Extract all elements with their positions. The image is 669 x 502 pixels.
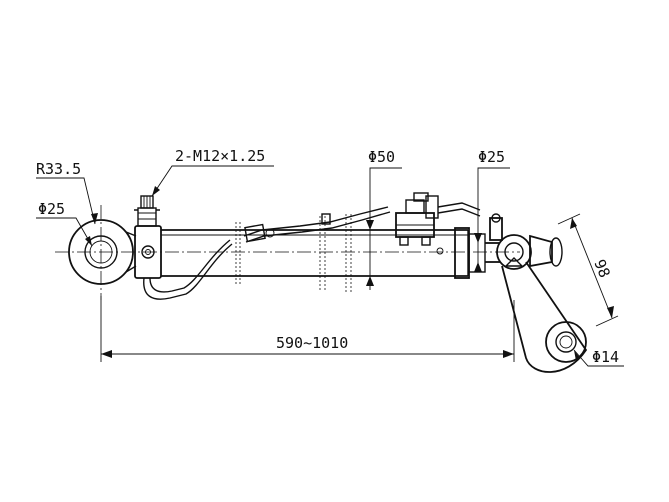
arm-pin-label: Φ14: [592, 348, 619, 366]
dim-eye-radius: R33.5: [36, 160, 98, 225]
overall-length-label: 590~1010: [276, 334, 348, 352]
side-pipe: [243, 206, 391, 243]
dim-arm-pin: Φ14: [573, 348, 624, 367]
cylinder-barrel: [161, 227, 486, 279]
dim-thread-spec: 2-M12×1.25: [151, 147, 274, 197]
cylinder-diameter-label: Φ50: [368, 148, 395, 166]
dim-rod-diameter: Φ25: [474, 148, 510, 272]
dim-cylinder-diameter: Φ50: [366, 148, 402, 290]
dim-overall-length: 590~1010: [100, 296, 515, 362]
eye-bore-label: Φ25: [38, 200, 65, 218]
thread-spec-label: 2-M12×1.25: [175, 147, 265, 165]
dim-eye-bore: Φ25: [36, 200, 93, 247]
rod-diameter-label: Φ25: [478, 148, 505, 166]
piston-rod: [485, 213, 503, 263]
eye-radius-label: R33.5: [36, 160, 81, 178]
left-eye-end: [68, 205, 137, 300]
arm-length-label: 98: [590, 257, 613, 280]
valve-block: [395, 192, 481, 255]
right-arm-assembly: [496, 234, 588, 373]
cylinder-head-block: [134, 195, 162, 279]
hydraulic-hose: [143, 239, 233, 300]
dim-arm-length: 98: [557, 213, 619, 327]
